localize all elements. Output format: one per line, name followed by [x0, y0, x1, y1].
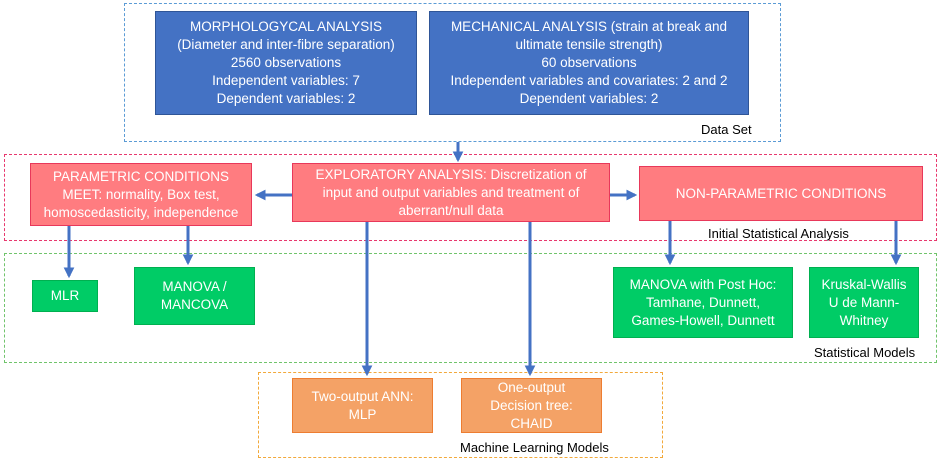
- statistical-models-region: [4, 253, 937, 363]
- morphological-line-5: Dependent variables: 2: [216, 91, 356, 106]
- morphological-line-3: 2560 observations: [230, 55, 342, 70]
- manova-mancova-box: MANOVA / MANCOVA: [134, 267, 255, 325]
- manova-mancova-line-2: MANCOVA: [160, 297, 229, 312]
- data-set-label: Data Set: [701, 122, 752, 137]
- non-parametric-conditions-box: NON-PARAMETRIC CONDITIONS: [639, 166, 923, 221]
- statistical-models-label: Statistical Models: [814, 345, 916, 360]
- initial-statistical-analysis-label: Initial Statistical Analysis: [708, 226, 849, 241]
- decision-tree-line-2: Decision tree:: [490, 397, 573, 413]
- parametric-conditions-box: PARAMETRIC CONDITIONS MEET: normality, B…: [30, 163, 252, 226]
- kruskal-line-1: Kruskal-Wallis: [821, 276, 907, 292]
- manova-post-hoc-line-2: Tamhane, Dunnett,: [645, 294, 761, 310]
- decision-tree-line-3: CHAID: [510, 415, 553, 431]
- manova-mancova-line-1: MANOVA /: [162, 279, 227, 294]
- ann-line-2: MLP: [348, 406, 377, 422]
- kruskal-wallis-box: Kruskal-Wallis U de Mann- Whitney: [809, 267, 919, 338]
- non-parametric-line-1: NON-PARAMETRIC CONDITIONS: [675, 185, 887, 201]
- mechanical-line-1: MECHANICAL ANALYSIS (strain at break and: [450, 19, 728, 34]
- morphological-line-2: (Diameter and inter-fibre separation): [177, 37, 395, 52]
- exploratory-line-3: aberrant/null data: [398, 202, 504, 218]
- decision-tree-box: One-output Decision tree: CHAID: [461, 378, 602, 433]
- manova-post-hoc-line-3: Games-Howell, Dunnett: [631, 312, 775, 328]
- machine-learning-models-region: [258, 372, 663, 458]
- mechanical-line-5: Dependent variables: 2: [519, 91, 659, 106]
- parametric-line-1: PARAMETRIC CONDITIONS: [52, 168, 229, 184]
- decision-tree-line-1: One-output: [497, 379, 566, 395]
- mechanical-line-4: Independent variables and covariates: 2 …: [450, 73, 728, 88]
- morphological-analysis-box: MORPHOLOGYCAL ANALYSIS (Diameter and int…: [155, 11, 417, 115]
- exploratory-line-2: input and output variables and treatment…: [322, 184, 580, 200]
- exploratory-analysis-box: EXPLORATORY ANALYSIS: Discretization of …: [292, 163, 610, 222]
- mlr-label: MLR: [50, 288, 80, 303]
- exploratory-line-1: EXPLORATORY ANALYSIS: Discretization of: [315, 166, 587, 182]
- morphological-line-4: Independent variables: 7: [212, 73, 360, 88]
- parametric-line-2: MEET: normality, Box test,: [62, 186, 220, 202]
- parametric-line-3: homoscedasticity, independence: [43, 204, 239, 220]
- manova-post-hoc-line-1: MANOVA with Post Hoc:: [629, 276, 777, 292]
- machine-learning-models-label: Machine Learning Models: [460, 440, 609, 455]
- mlr-box: MLR: [32, 280, 98, 312]
- mechanical-line-2: ultimate tensile strength): [515, 37, 663, 52]
- initial-statistical-analysis-region: [4, 154, 937, 241]
- two-output-ann-box: Two-output ANN: MLP: [292, 378, 433, 433]
- data-set-region: [124, 3, 781, 142]
- mechanical-line-3: 60 observations: [541, 55, 637, 70]
- kruskal-line-3: Whitney: [839, 312, 889, 328]
- kruskal-line-2: U de Mann-: [828, 294, 900, 310]
- mechanical-analysis-box: MECHANICAL ANALYSIS (strain at break and…: [429, 11, 749, 115]
- ann-line-1: Two-output ANN:: [311, 388, 414, 404]
- morphological-line-1: MORPHOLOGYCAL ANALYSIS: [189, 19, 383, 34]
- manova-post-hoc-box: MANOVA with Post Hoc: Tamhane, Dunnett, …: [613, 267, 793, 338]
